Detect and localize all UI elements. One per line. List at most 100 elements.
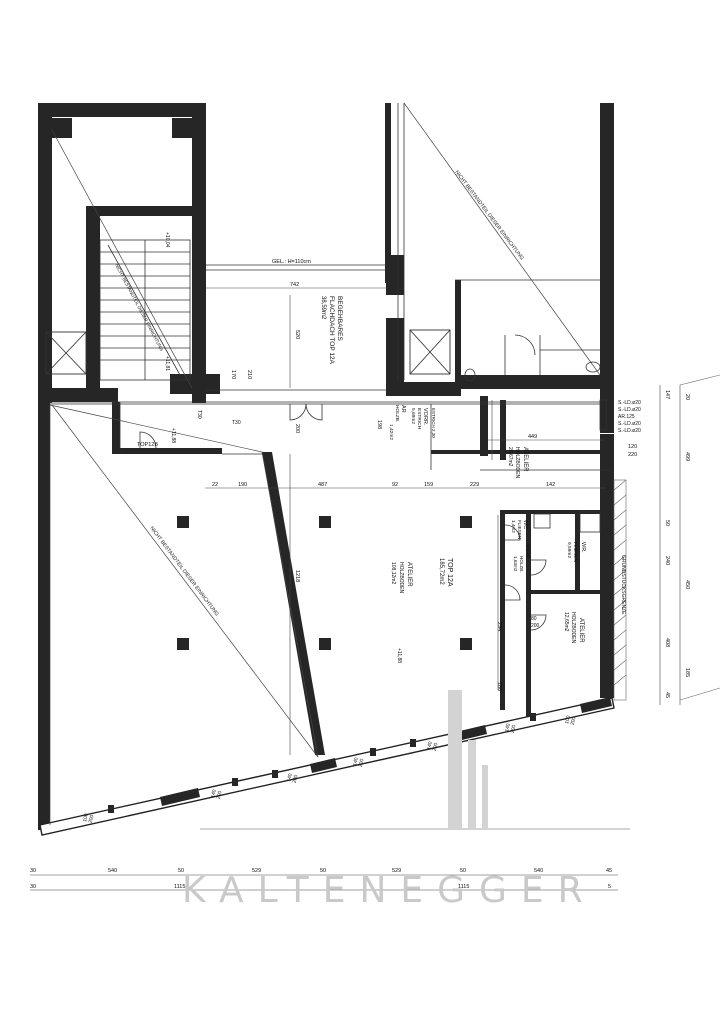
level-label: +11,88 (396, 648, 402, 663)
dimension-text: 147 (664, 390, 670, 399)
dimension-text: 22 (212, 482, 218, 488)
dimension-text: 92 (392, 482, 398, 488)
room-floor: HOLZBODEN (570, 612, 576, 644)
dimension-text: 50 (320, 868, 326, 874)
room-area: 5,69m2 (410, 408, 416, 424)
dimension-text: 30 (30, 884, 36, 890)
room-area: 1,42m2 (388, 424, 394, 440)
room-area: 28,67m2 (507, 447, 513, 467)
sill-label: 140200 (504, 723, 517, 734)
window-label: S.-LD.ø20 (618, 407, 641, 413)
dimension-lines (30, 287, 681, 891)
dimension-text: 540 (534, 868, 543, 874)
columns (177, 516, 472, 650)
dimension-text: 50 (460, 868, 466, 874)
dimension-text: 1115 (458, 884, 469, 890)
room-area: 12,65m2 (563, 612, 569, 632)
neighbour-strip (613, 374, 721, 701)
dimension-text: 159 (424, 482, 433, 488)
unit-area: 185,72m2 (438, 558, 444, 585)
roof-terrace-label-2: FLACHDACH TOP 12A (328, 296, 335, 365)
room-name: VORR. (524, 544, 530, 560)
dimension-text: 190 (238, 482, 247, 488)
dimension-text: 185 (684, 668, 690, 677)
room-name: WC (522, 520, 528, 529)
dimension-text: 45 (606, 868, 612, 874)
dimension-text: 210 (246, 370, 252, 379)
dimension-text: 50 (664, 520, 670, 526)
top12b-label: TOP12B (137, 442, 158, 448)
window-label: S.-LD.ø20 (618, 421, 641, 427)
dimension-text: 520 (294, 330, 300, 339)
room-floor: HOLZBODEN (398, 562, 404, 594)
sanitary-fixtures (464, 361, 607, 533)
not-included-note-stair: NICHT BESTANDTEIL DIESER EINRICHTUNG (114, 263, 164, 352)
room-name: AR (400, 405, 406, 413)
dimension-text: 120 (628, 444, 637, 450)
not-included-note-right: NICHT BESTANDTEIL DIESER EINRICHTUNG (453, 170, 524, 262)
room-name: ATELIER (522, 447, 528, 472)
room-name: ATELIER (578, 618, 584, 643)
dimension-text: 142 (546, 482, 555, 488)
dimension-text: 80 (531, 616, 537, 622)
dimension-text: 742 (290, 282, 299, 288)
dimension-text: 5 (608, 884, 611, 890)
dimension-text: 240 (664, 556, 670, 565)
room-floor: HOLZB. (519, 556, 524, 573)
sill-label: 140200 (210, 789, 223, 800)
dimension-text: 170 (230, 370, 236, 379)
roof-terrace-label-1: BEGEHBARES (336, 296, 343, 341)
railing-label: GEL.: H=110cm (272, 259, 311, 265)
level-label: +11,88 (170, 428, 176, 443)
room-area: 1,4m2 (511, 520, 516, 533)
sill-label: 140200 (286, 773, 299, 784)
south-facade (39, 697, 615, 836)
room-floor: FLIESEN (572, 542, 578, 563)
roof-terrace-area: 38,59m2 (320, 296, 326, 320)
dimension-text: 200 (294, 424, 300, 433)
dimension-text: 200 (531, 623, 540, 629)
dimension-text: 45 (664, 692, 670, 698)
misc-label: ESTRICH 2,30 (431, 408, 436, 438)
room-name: VORR. (422, 408, 428, 426)
dimension-text: 30 (30, 868, 36, 874)
room-floor: FLIESEN (517, 520, 522, 539)
room-area: 1,63m2 (513, 556, 518, 572)
window-label: S.-LD.ø20 (618, 428, 641, 434)
watermark-text: KALTENEGGER (182, 870, 597, 911)
room-floor: HOLZBODEN (514, 447, 520, 479)
dimension-text: 499 (684, 452, 690, 461)
window-sill-labels: 100200 140200 140200 140200 140200 14020… (82, 715, 577, 824)
sill-label: 140200 (426, 741, 439, 752)
watermark-logo (200, 690, 630, 830)
dimension-text: 220 (628, 452, 637, 458)
dimension-text: 540 (108, 868, 117, 874)
dimension-text: 529 (252, 868, 261, 874)
window-label: S.-LD.ø20 (618, 400, 641, 406)
room-area: 9,59m2 (566, 542, 572, 558)
diagonal-wall (262, 452, 325, 755)
unit-label: TOP 12A (446, 558, 453, 587)
dimension-labels: 742 520 449 487 190 229 159 142 92 22 12… (212, 282, 690, 698)
dimension-text: 1115 (174, 884, 185, 890)
level-label: +11,81 (164, 356, 170, 371)
level-label: +10,04 (164, 232, 170, 248)
misc-label: T30 (196, 410, 202, 419)
room-name: ATELIER (406, 562, 412, 587)
elevator-shaft (45, 329, 451, 375)
thin-lines (50, 103, 610, 471)
room-area: 108,12m2 (390, 562, 396, 584)
bottom-dimension-labels: 30 540 50 529 50 529 50 540 45 30 1115 1… (30, 868, 612, 890)
dimension-text: 487 (318, 482, 327, 488)
sill-label: 100200 (564, 715, 577, 726)
window-label: AR.125 (618, 414, 635, 420)
dimension-text: 198 (376, 420, 382, 429)
walls (38, 103, 614, 830)
dimension-text: 20 (684, 394, 690, 400)
staircase (99, 239, 191, 381)
dimension-text: 180 (496, 682, 502, 691)
dimension-text: 1218 (294, 570, 300, 582)
room-floor: ESTRICH (416, 408, 422, 430)
plot-boundary-label: GRUNDSTÜCKSGRENZE (620, 555, 627, 615)
